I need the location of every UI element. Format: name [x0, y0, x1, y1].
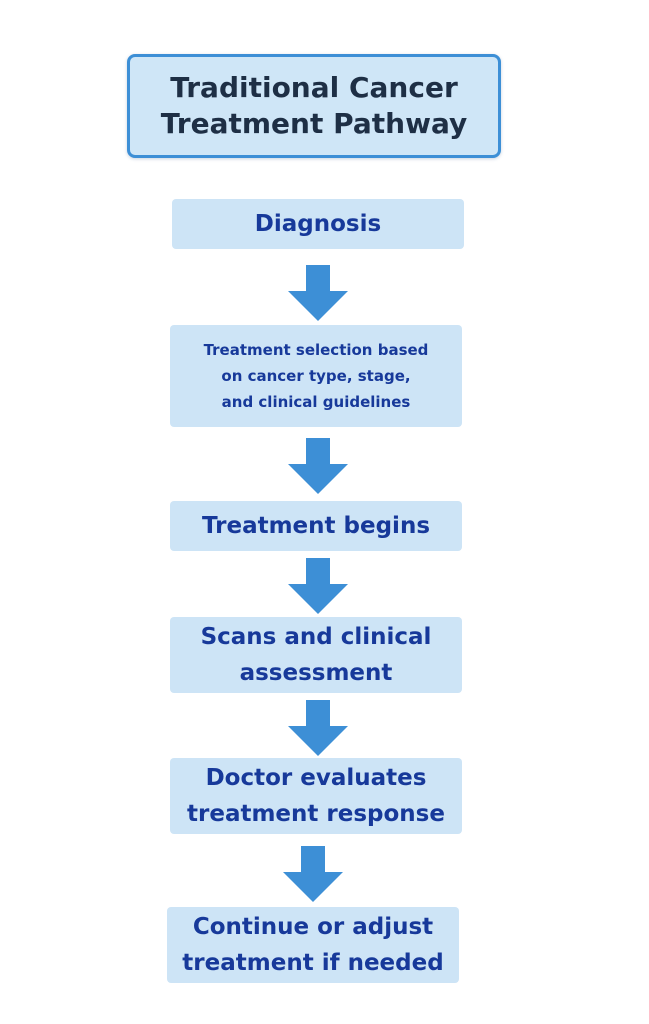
- step-doctor-evaluates-line-2: treatment response: [187, 801, 445, 827]
- step-continue-adjust-line-1: Continue or adjust: [192, 914, 434, 940]
- arrow-down-icon: [288, 438, 348, 494]
- title-line-1: Traditional Cancer: [170, 71, 458, 104]
- step-scans-assessment-line-2: assessment: [239, 660, 393, 686]
- step-doctor-evaluates: Doctor evaluates treatment response: [170, 758, 462, 834]
- step-treatment-selection-line-3: and clinical guidelines: [221, 393, 411, 411]
- step-diagnosis: Diagnosis: [172, 199, 464, 249]
- step-treatment-selection: Treatment selection based on cancer type…: [170, 325, 462, 427]
- step-scans-assessment: Scans and clinical assessment: [170, 617, 462, 693]
- arrow-down-icon: [288, 700, 348, 756]
- step-treatment-begins-label: Treatment begins: [201, 513, 431, 539]
- step-diagnosis-label: Diagnosis: [254, 211, 382, 237]
- arrow-down-icon: [283, 846, 343, 902]
- step-doctor-evaluates-line-1: Doctor evaluates: [205, 765, 427, 791]
- step-treatment-begins: Treatment begins: [170, 501, 462, 551]
- step-treatment-selection-line-1: Treatment selection based: [203, 341, 429, 359]
- arrow-down-icon: [288, 265, 348, 321]
- title-line-2: Treatment Pathway: [160, 107, 468, 140]
- step-continue-adjust-line-2: treatment if needed: [182, 950, 444, 976]
- step-treatment-selection-line-2: on cancer type, stage,: [221, 367, 411, 385]
- step-scans-assessment-line-1: Scans and clinical: [200, 624, 432, 650]
- step-continue-adjust: Continue or adjust treatment if needed: [167, 907, 459, 983]
- arrow-down-icon: [288, 558, 348, 614]
- title-box: Traditional Cancer Treatment Pathway: [127, 54, 501, 158]
